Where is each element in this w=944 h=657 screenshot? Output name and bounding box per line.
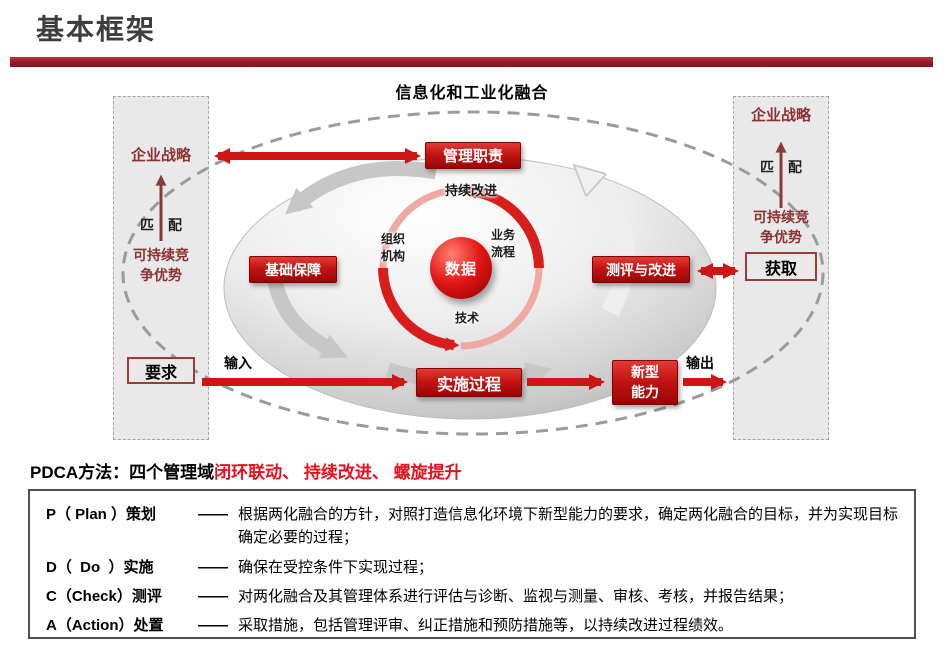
advantage-label-right: 可持续竞 争优势 xyxy=(753,209,809,245)
pdca-heading-black: PDCA方法：四个管理域 xyxy=(30,463,215,482)
new-capability-box: 新型 能力 xyxy=(612,360,678,405)
match-label-right: 匹 配 xyxy=(760,159,802,175)
pdca-item-text: 对两化融合及其管理体系进行评估与诊断、监视与测量、审核、考核，并报告结果； xyxy=(238,587,794,605)
diagram-title: 信息化和工业化融合 xyxy=(395,85,549,102)
output-label: 输出 xyxy=(686,355,714,371)
input-label: 输入 xyxy=(224,355,252,371)
cycle-arrow-right-icon xyxy=(585,175,635,317)
continuous-improvement-label: 持续改进 xyxy=(444,183,497,198)
pdca-item-label: A（Action）处置 xyxy=(46,617,164,634)
enterprise-strategy-label-right: 企业战略 xyxy=(750,107,811,124)
pdca-heading: PDCA方法：四个管理域闭环联动、 持续改进、 螺旋提升 xyxy=(30,458,462,483)
pdca-item-label: P（ Plan ）策划 xyxy=(46,506,157,523)
business-process-label: 业务 流程 xyxy=(490,228,515,259)
title-accent-bar xyxy=(10,57,933,67)
pdca-heading-red: 闭环联动、 持续改进、 螺旋提升 xyxy=(214,463,462,482)
pdca-item-text: 确保在受控条件下实现过程； xyxy=(238,558,434,576)
implementation-process-box: 实施过程 xyxy=(416,368,522,397)
management-duty-box: 管理职责 xyxy=(425,142,521,169)
data-sphere: 数据 xyxy=(430,237,492,299)
match-label-left: 匹 配 xyxy=(140,217,182,233)
foundation-support-box: 基础保障 xyxy=(249,256,337,283)
pdca-item-label: D（ Do ）实施 xyxy=(46,558,154,576)
pdca-item-text: 采取措施，包括管理评审、纠正措施和预防措施等，以持续改进过程绩效。 xyxy=(238,617,734,634)
requirement-box: 要求 xyxy=(127,357,195,384)
pdca-item-dash: —— xyxy=(198,617,228,634)
advantage-label-left: 可持续竞 争优势 xyxy=(133,247,189,283)
technology-label: 技术 xyxy=(454,311,479,325)
enterprise-strategy-label-left: 企业战略 xyxy=(130,147,191,164)
pdca-item-plan: P（ Plan ）策划 —— 根据两化融合的方针，对照打造信息化环境下新型能力的… xyxy=(46,503,898,550)
pdca-item-do: D（ Do ）实施 —— 确保在受控条件下实现过程； xyxy=(46,556,898,579)
pdca-item-dash: —— xyxy=(198,506,228,523)
pdca-item-action: A（Action）处置 —— 采取措施，包括管理评审、纠正措施和预防措施等，以持… xyxy=(46,614,898,637)
pdca-item-text: 根据两化融合的方针，对照打造信息化环境下新型能力的要求，确定两化融合的目标，并为… xyxy=(238,506,899,547)
organization-label: 组织 机构 xyxy=(380,232,405,263)
cycle-arrow-top-icon xyxy=(285,160,438,215)
evaluation-improvement-box: 测评与改进 xyxy=(592,256,690,283)
page-title: 基本框架 xyxy=(36,14,157,45)
pdca-item-check: C（Check）测评 —— 对两化融合及其管理体系进行评估与诊断、监视与测量、审… xyxy=(46,585,898,608)
obtain-box: 获取 xyxy=(745,252,817,281)
pdca-definitions-box: P（ Plan ）策划 —— 根据两化融合的方针，对照打造信息化环境下新型能力的… xyxy=(28,489,916,639)
pdca-item-dash: —— xyxy=(198,558,228,576)
pdca-item-dash: —— xyxy=(198,587,228,605)
pdca-item-label: C（Check）测评 xyxy=(46,587,162,605)
